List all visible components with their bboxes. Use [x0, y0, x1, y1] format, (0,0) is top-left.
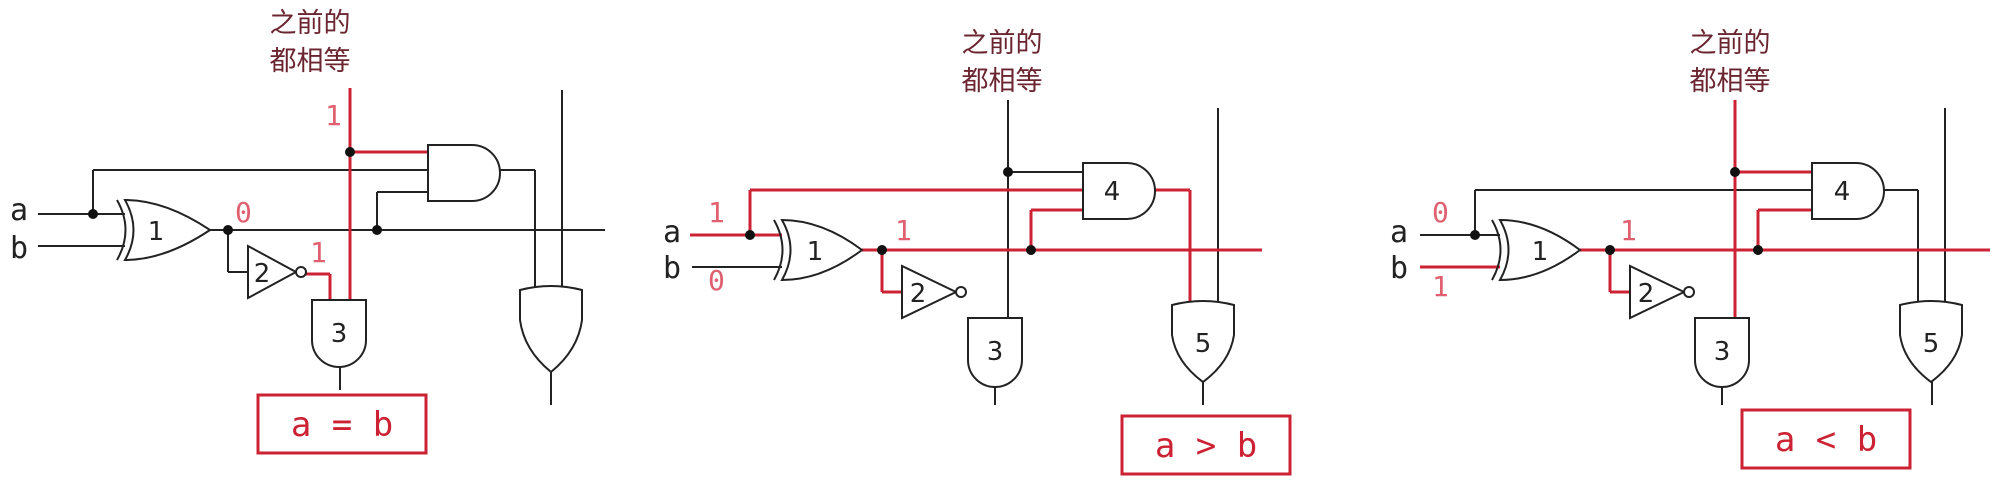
gate-number: 1 — [148, 217, 165, 247]
prev-equal-label-line1: 之前的 — [270, 8, 351, 39]
gate-number: 4 — [1834, 177, 1851, 207]
input-b-label: b — [1390, 251, 1408, 286]
not-gate-bubble — [295, 266, 307, 278]
gate-number: 3 — [987, 337, 1004, 367]
gate-number: 2 — [910, 279, 927, 309]
not-gate-bubble — [1683, 286, 1695, 298]
not-gate — [901, 264, 959, 320]
junction-dots — [88, 147, 382, 235]
gate-number: 5 — [1195, 329, 1212, 359]
active-wires — [302, 88, 428, 300]
panel-equal: 之前的 都相等 a b 1 0 1 — [10, 8, 605, 455]
xor-gate — [1498, 218, 1582, 282]
panel-greater: 之前的 都相等 a b 1 0 1 1 — [663, 28, 1292, 476]
not-gate — [247, 244, 299, 300]
or-gate — [1899, 300, 1963, 384]
gate-number: 5 — [1923, 329, 1940, 359]
and-gate — [311, 299, 367, 368]
panel-less: 之前的 都相等 a b 0 1 1 1 — [1390, 28, 1990, 470]
input-a-label: a — [10, 193, 28, 228]
junction-dots — [1470, 167, 1763, 255]
xor-gate-back-curve — [116, 199, 127, 261]
active-wires — [690, 188, 1262, 310]
xor-output-value: 1 — [1620, 214, 1637, 247]
xor-gate — [123, 198, 212, 262]
not-output-value: 1 — [310, 236, 327, 269]
and-gate — [1694, 317, 1750, 388]
result-box — [1120, 414, 1292, 476]
junction-dots — [745, 167, 1036, 255]
gate-number: 4 — [1104, 177, 1121, 207]
or-gate — [1171, 300, 1235, 384]
gate-number: 1 — [1532, 237, 1549, 267]
a-value: 1 — [708, 196, 725, 229]
input-a-label: a — [1390, 215, 1408, 250]
result-label: a = b — [291, 405, 393, 445]
xor-output-value: 1 — [895, 214, 912, 247]
prev-equal-label-line2: 都相等 — [270, 46, 351, 77]
xor-gate — [780, 218, 864, 282]
and-gate-upper — [1811, 162, 1885, 220]
wires — [1420, 108, 1946, 405]
input-a-label: a — [663, 215, 681, 250]
gate-number: 1 — [807, 237, 824, 267]
gate-number: 3 — [331, 319, 348, 349]
b-value: 0 — [708, 264, 725, 297]
result-box — [256, 393, 428, 455]
b-value: 1 — [1432, 270, 1449, 303]
gate-number: 3 — [1714, 337, 1731, 367]
prev-equal-label-line1: 之前的 — [962, 28, 1043, 59]
not-gate — [1629, 264, 1687, 320]
and-gate-upper — [1082, 162, 1156, 220]
xor-output-value: 0 — [235, 196, 252, 229]
and-gate — [967, 317, 1023, 388]
prev-equal-label-line1: 之前的 — [1690, 28, 1771, 59]
active-wires — [1420, 100, 1990, 318]
input-b-label: b — [663, 251, 681, 286]
gate-number: 2 — [1638, 279, 1655, 309]
input-b-label: b — [10, 231, 28, 266]
wires — [38, 90, 605, 405]
not-gate-bubble — [955, 286, 967, 298]
prev-equal-value: 1 — [325, 99, 342, 132]
prev-equal-label-line2: 都相等 — [1690, 66, 1771, 97]
result-label: a < b — [1775, 420, 1877, 460]
prev-equal-label-line2: 都相等 — [962, 66, 1043, 97]
xor-gate-back-curve — [1491, 219, 1502, 281]
or-gate — [519, 285, 583, 374]
a-value: 0 — [1432, 196, 1449, 229]
xor-gate-back-curve — [773, 219, 784, 281]
and-gate-upper — [427, 144, 501, 202]
result-label: a > b — [1155, 426, 1257, 466]
gate-number: 2 — [254, 259, 271, 289]
wires — [692, 100, 1219, 405]
result-box — [1740, 408, 1912, 470]
